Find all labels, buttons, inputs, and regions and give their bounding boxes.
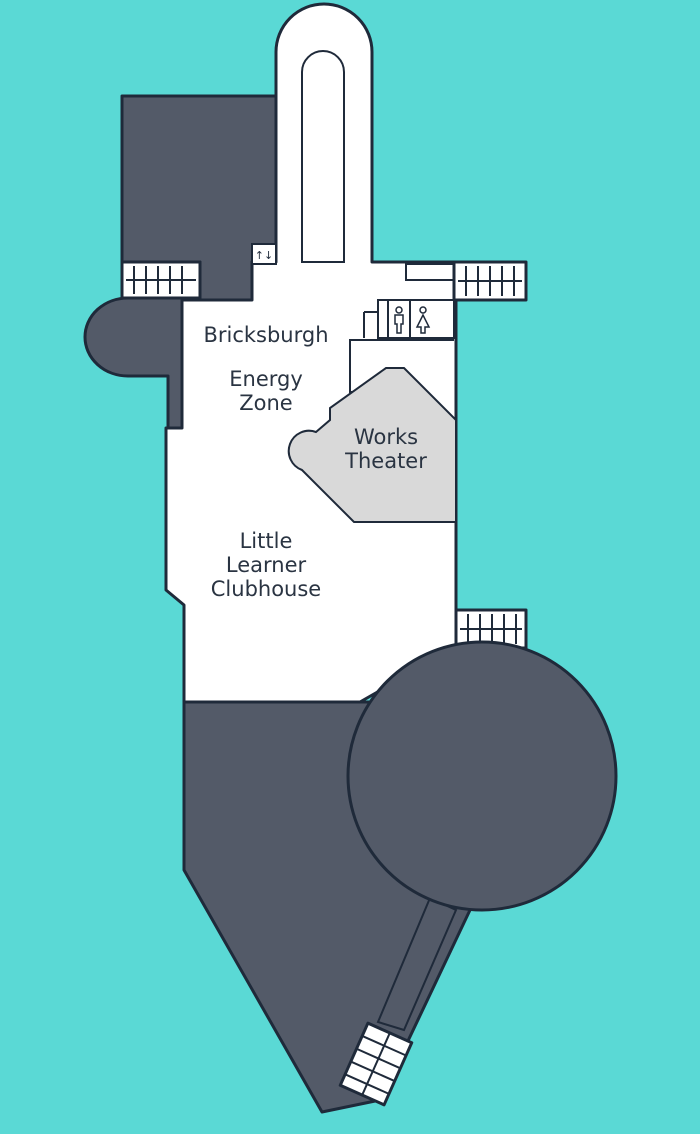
stairs-icon[interactable] [338,1021,414,1107]
upper-right-ramp [405,263,455,281]
area-label-works-theater-line1[interactable]: Works [354,425,418,449]
restrooms[interactable] [363,299,455,339]
area-label-energy-zone-line1[interactable]: Energy [229,367,303,391]
area-label-little-learner-line2[interactable]: Learner [226,553,307,577]
elevator-icon[interactable]: ↑↓ [251,243,277,265]
area-label-bricksburgh[interactable]: Bricksburgh [203,323,328,347]
area-label-energy-zone-line2[interactable]: Zone [239,391,292,415]
left-bump-dark-zone [83,296,184,430]
north-corridor [301,50,345,263]
stairs-icon[interactable] [452,260,528,302]
restroom-male-icon [394,306,404,334]
area-label-little-learner-line1[interactable]: Little [240,529,293,553]
area-label-works-theater-line2[interactable]: Theater [344,449,427,473]
works-theater-room[interactable] [287,367,457,523]
area-label-little-learner-line3[interactable]: Clubhouse [211,577,321,601]
main-floor [164,2,458,704]
restroom-female-icon [415,306,431,334]
round-dark-zone [346,640,618,912]
svg-text:↑↓: ↑↓ [255,249,273,262]
stairs-icon[interactable] [120,260,202,300]
